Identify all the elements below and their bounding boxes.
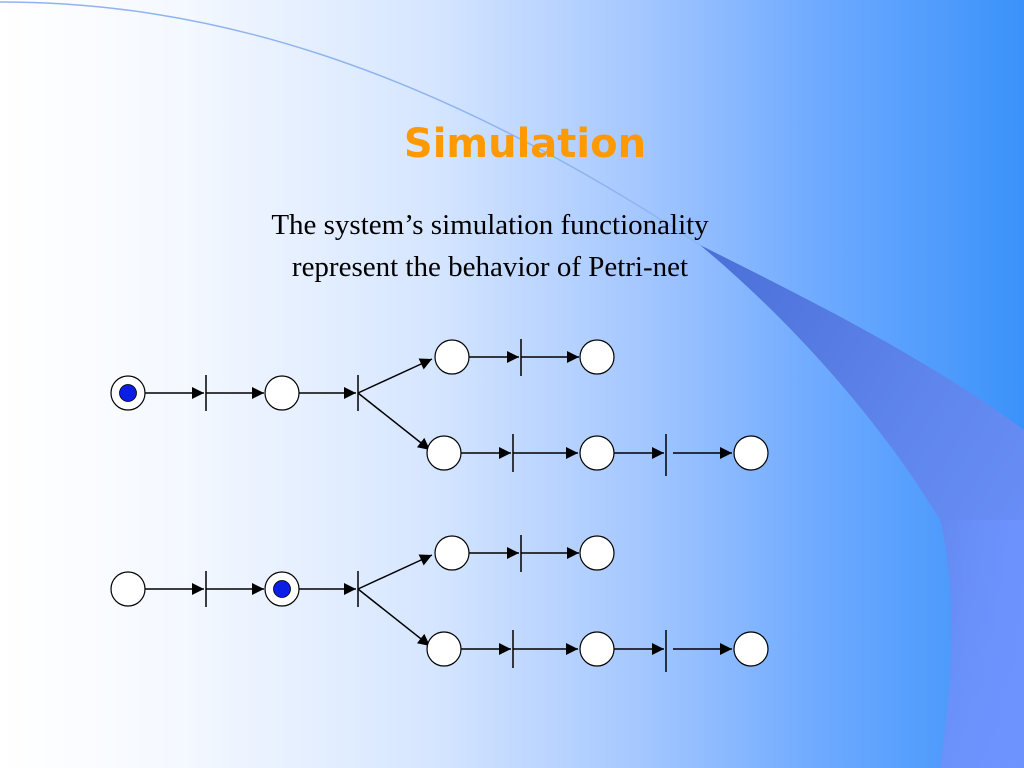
slide-subtitle: The system’s simulation functionality re… bbox=[180, 204, 800, 288]
place bbox=[434, 339, 470, 375]
token bbox=[273, 580, 291, 598]
arc bbox=[357, 358, 433, 394]
place bbox=[264, 375, 300, 411]
place bbox=[579, 535, 615, 571]
arc bbox=[357, 554, 433, 590]
place bbox=[579, 435, 615, 471]
place bbox=[733, 435, 769, 471]
slide-title: Simulation bbox=[403, 121, 647, 167]
place bbox=[426, 435, 462, 471]
place bbox=[110, 571, 146, 607]
arc bbox=[357, 392, 431, 451]
token bbox=[119, 384, 137, 402]
place bbox=[426, 631, 462, 667]
petri-net-after bbox=[110, 535, 769, 672]
place bbox=[579, 339, 615, 375]
place bbox=[434, 535, 470, 571]
place bbox=[733, 631, 769, 667]
subtitle-line-2: represent the behavior of Petri-net bbox=[291, 251, 689, 283]
place bbox=[579, 631, 615, 667]
subtitle-line-1: The system’s simulation functionality bbox=[271, 209, 709, 241]
petri-net-before bbox=[110, 339, 769, 476]
arc bbox=[357, 588, 431, 647]
